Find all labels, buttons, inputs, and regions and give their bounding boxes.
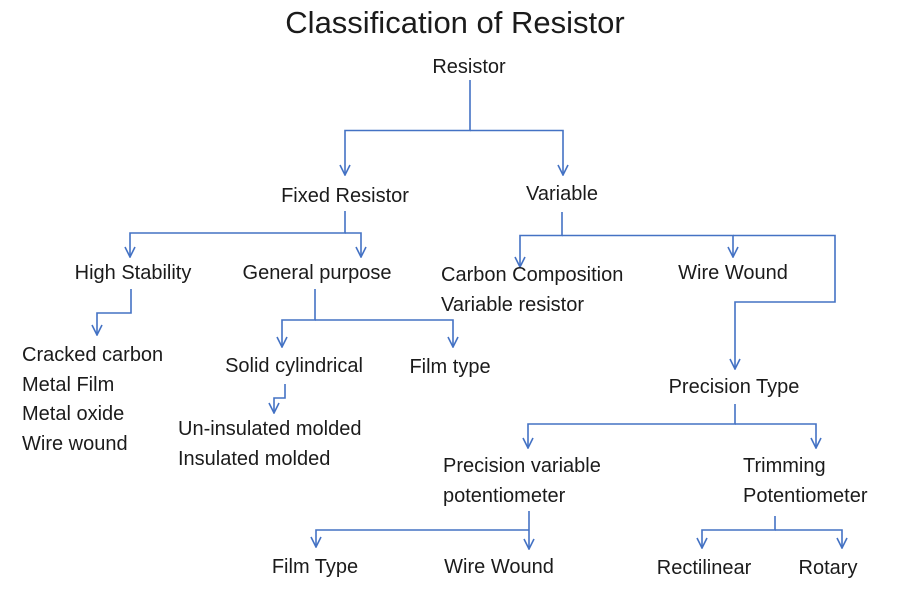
node-precision-variable-line1: Precision variable: [443, 455, 601, 477]
node-molded-types: Un-insulated molded Insulated molded: [178, 414, 361, 474]
connector-trimming-to-rotary: [775, 529, 842, 548]
node-wire-wound-precision: Wire Wound: [444, 556, 554, 578]
node-wire-wound-variable: Wire Wound: [678, 262, 788, 284]
node-high-stability-types: Cracked carbon Metal Film Metal oxide Wi…: [22, 341, 163, 459]
node-variable: Variable: [526, 183, 598, 205]
connector-general-purpose-to-solid-cylindrical: [282, 289, 316, 347]
node-resistor: Resistor: [432, 56, 506, 78]
connector-resistor-to-fixed: [345, 80, 471, 175]
node-carbon-composition-variable-resistor: Carbon Composition Variable resistor: [441, 260, 623, 320]
connector-variable-to-wire-wound: [562, 234, 733, 258]
node-trimming-line2: Potentiometer: [743, 485, 868, 507]
connector-precision-type-to-precision-variable: [528, 404, 736, 448]
node-trimming-line1: Trimming: [743, 455, 826, 477]
node-rotary: Rotary: [798, 557, 858, 579]
list-item-cracked-carbon: Cracked carbon: [22, 344, 164, 366]
connector-variable-to-carbon-composition: [520, 212, 563, 267]
connector-general-purpose-to-film-type: [315, 319, 453, 347]
node-precision-variable-potentiometer: Precision variable potentiometer: [443, 451, 601, 511]
connector-solid-cylindrical-to-molded: [274, 384, 286, 413]
node-trimming-potentiometer: Trimming Potentiometer: [743, 451, 868, 511]
connector-fixed-to-high-stability: [130, 211, 346, 257]
node-precision-variable-line2: potentiometer: [443, 485, 566, 507]
list-item-metal-oxide: Metal oxide: [22, 403, 125, 425]
node-solid-cylindrical: Solid cylindrical: [225, 355, 363, 377]
node-film-type-precision: Film Type: [271, 556, 359, 578]
node-carbon-composition-line2: Variable resistor: [441, 294, 585, 316]
node-precision-type: Precision Type: [668, 376, 800, 398]
node-fixed-resistor: Fixed Resistor: [281, 185, 409, 207]
connector-potentiometer-to-film-type: [316, 529, 529, 547]
connector-precision-type-to-trimming: [735, 423, 816, 448]
connector-wire-wound-to-precision-type: [733, 234, 836, 370]
node-film-type-general: Film type: [409, 356, 491, 378]
connector-resistor-to-variable: [470, 129, 563, 176]
connector-fixed-to-general-purpose: [345, 232, 361, 257]
node-insulated-molded: Insulated molded: [178, 448, 331, 470]
connector-high-stability-to-types: [97, 289, 132, 335]
node-high-stability: High Stability: [74, 262, 192, 284]
page-title: Classification of Resistor: [285, 5, 625, 40]
node-general-purpose: General purpose: [242, 262, 392, 284]
list-item-wire-wound: Wire wound: [22, 432, 128, 455]
node-rectilinear: Rectilinear: [656, 557, 752, 579]
list-item-metal-film: Metal Film: [22, 373, 115, 396]
connector-trimming-to-rectilinear: [702, 516, 776, 548]
node-uninsulated-molded: Un-insulated molded: [178, 418, 362, 440]
node-carbon-composition-line1: Carbon Composition: [441, 264, 624, 286]
